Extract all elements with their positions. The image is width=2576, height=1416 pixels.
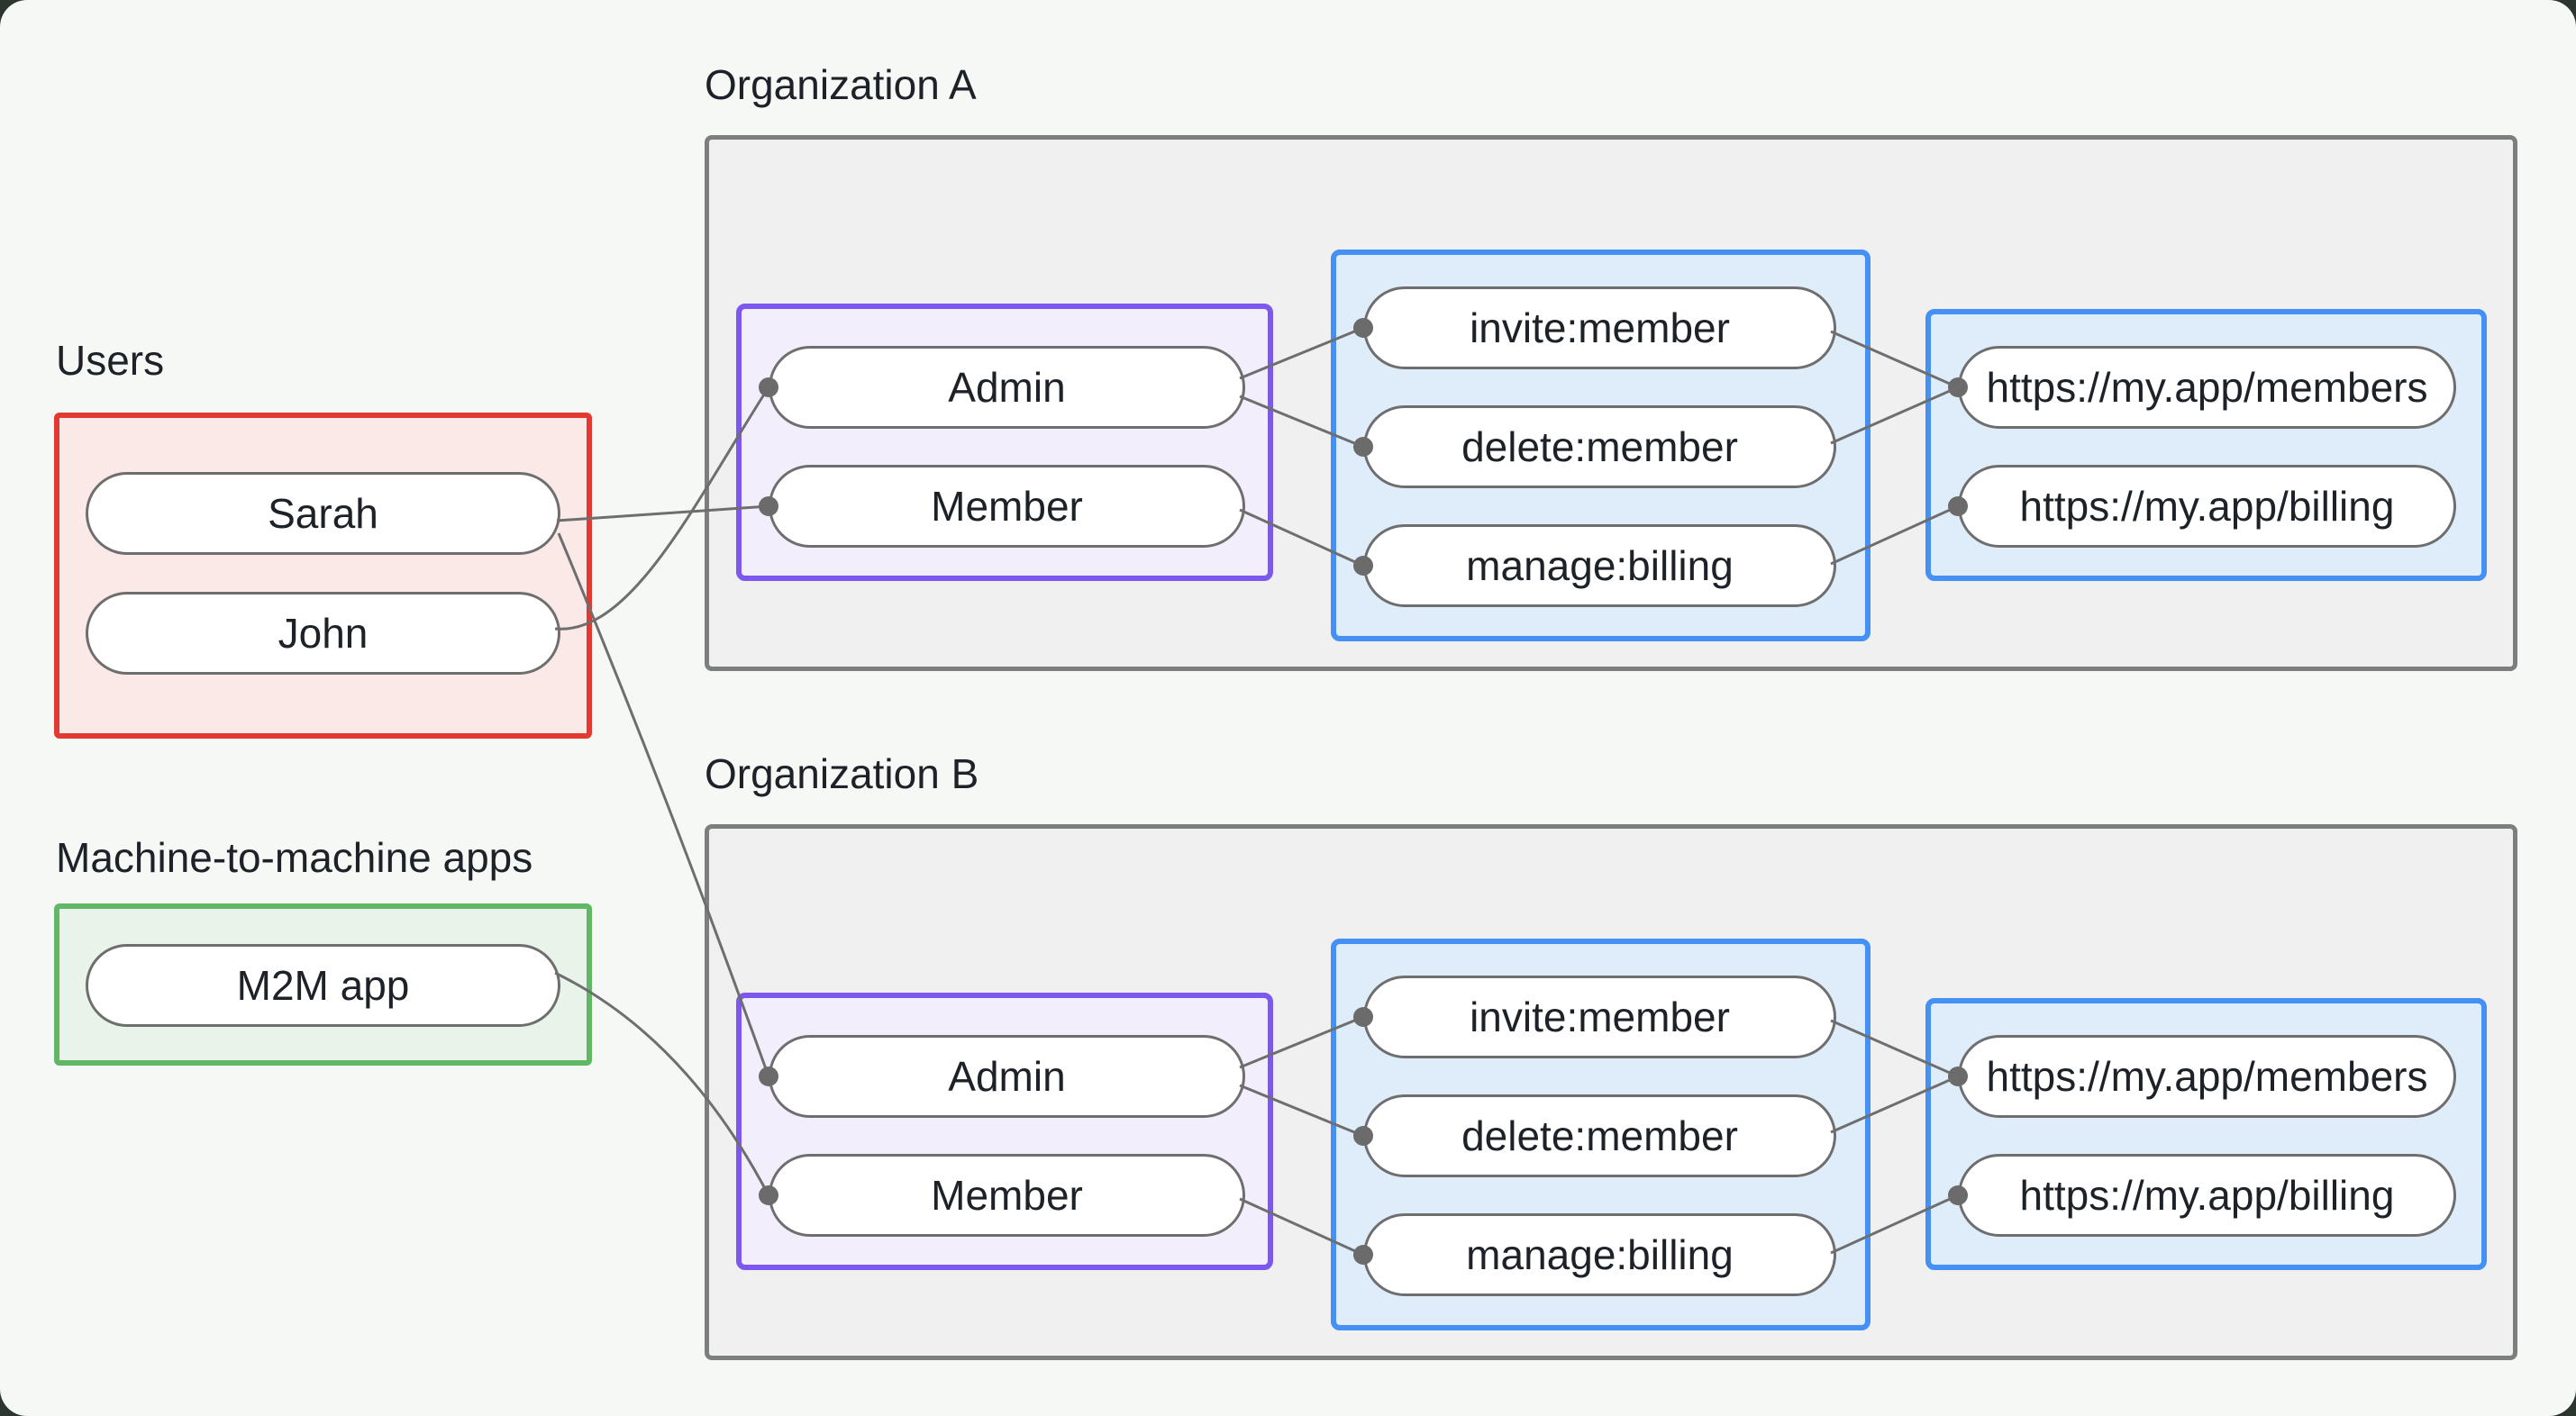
node-org-b-invite: invite:member [1363,976,1836,1058]
node-org-b-members-label: https://my.app/members [1986,1053,2428,1100]
users-section-label: Users [56,337,165,384]
node-m2m-app: M2M app [86,944,560,1027]
node-org-a-admin: Admin [769,346,1245,429]
node-org-b-member: Member [769,1154,1245,1237]
node-org-a-invite-label: invite:member [1470,304,1730,351]
node-org-b-invite-label: invite:member [1470,994,1730,1040]
node-org-a-delete: delete:member [1363,405,1836,488]
node-org-a-member-label: Member [931,483,1083,530]
node-m2m-app-label: M2M app [236,962,410,1009]
node-org-b-delete: delete:member [1363,1094,1836,1177]
node-org-b-admin-label: Admin [948,1053,1066,1100]
node-user-sarah: Sarah [86,472,560,555]
node-org-b-billing-label: https://my.app/billing [2019,1172,2395,1219]
m2m-section-label: Machine-to-machine apps [56,834,533,881]
node-org-b-billing: https://my.app/billing [1958,1154,2456,1237]
org-b-title: Organization B [705,750,979,797]
node-org-b-member-label: Member [931,1172,1083,1219]
node-org-a-member: Member [769,465,1245,548]
node-org-a-billing-label: https://my.app/billing [2019,483,2395,530]
node-user-sarah-label: Sarah [268,490,378,537]
node-org-a-delete-label: delete:member [1461,423,1738,470]
node-org-a-members: https://my.app/members [1958,346,2456,429]
node-org-a-invite: invite:member [1363,286,1836,369]
node-org-b-members: https://my.app/members [1958,1035,2456,1118]
node-user-john-label: John [278,610,369,657]
node-user-john: John [86,592,560,675]
users-group-box [54,413,592,739]
node-org-a-manage-label: manage:billing [1466,542,1734,589]
node-org-b-admin: Admin [769,1035,1245,1118]
node-org-a-billing: https://my.app/billing [1958,465,2456,548]
node-org-b-manage: manage:billing [1363,1213,1836,1296]
node-org-a-members-label: https://my.app/members [1986,364,2428,411]
org-a-title: Organization A [705,61,977,108]
node-org-b-delete-label: delete:member [1461,1112,1738,1159]
node-org-b-manage-label: manage:billing [1466,1231,1734,1278]
node-org-a-admin-label: Admin [948,364,1066,411]
node-org-a-manage: manage:billing [1363,524,1836,607]
